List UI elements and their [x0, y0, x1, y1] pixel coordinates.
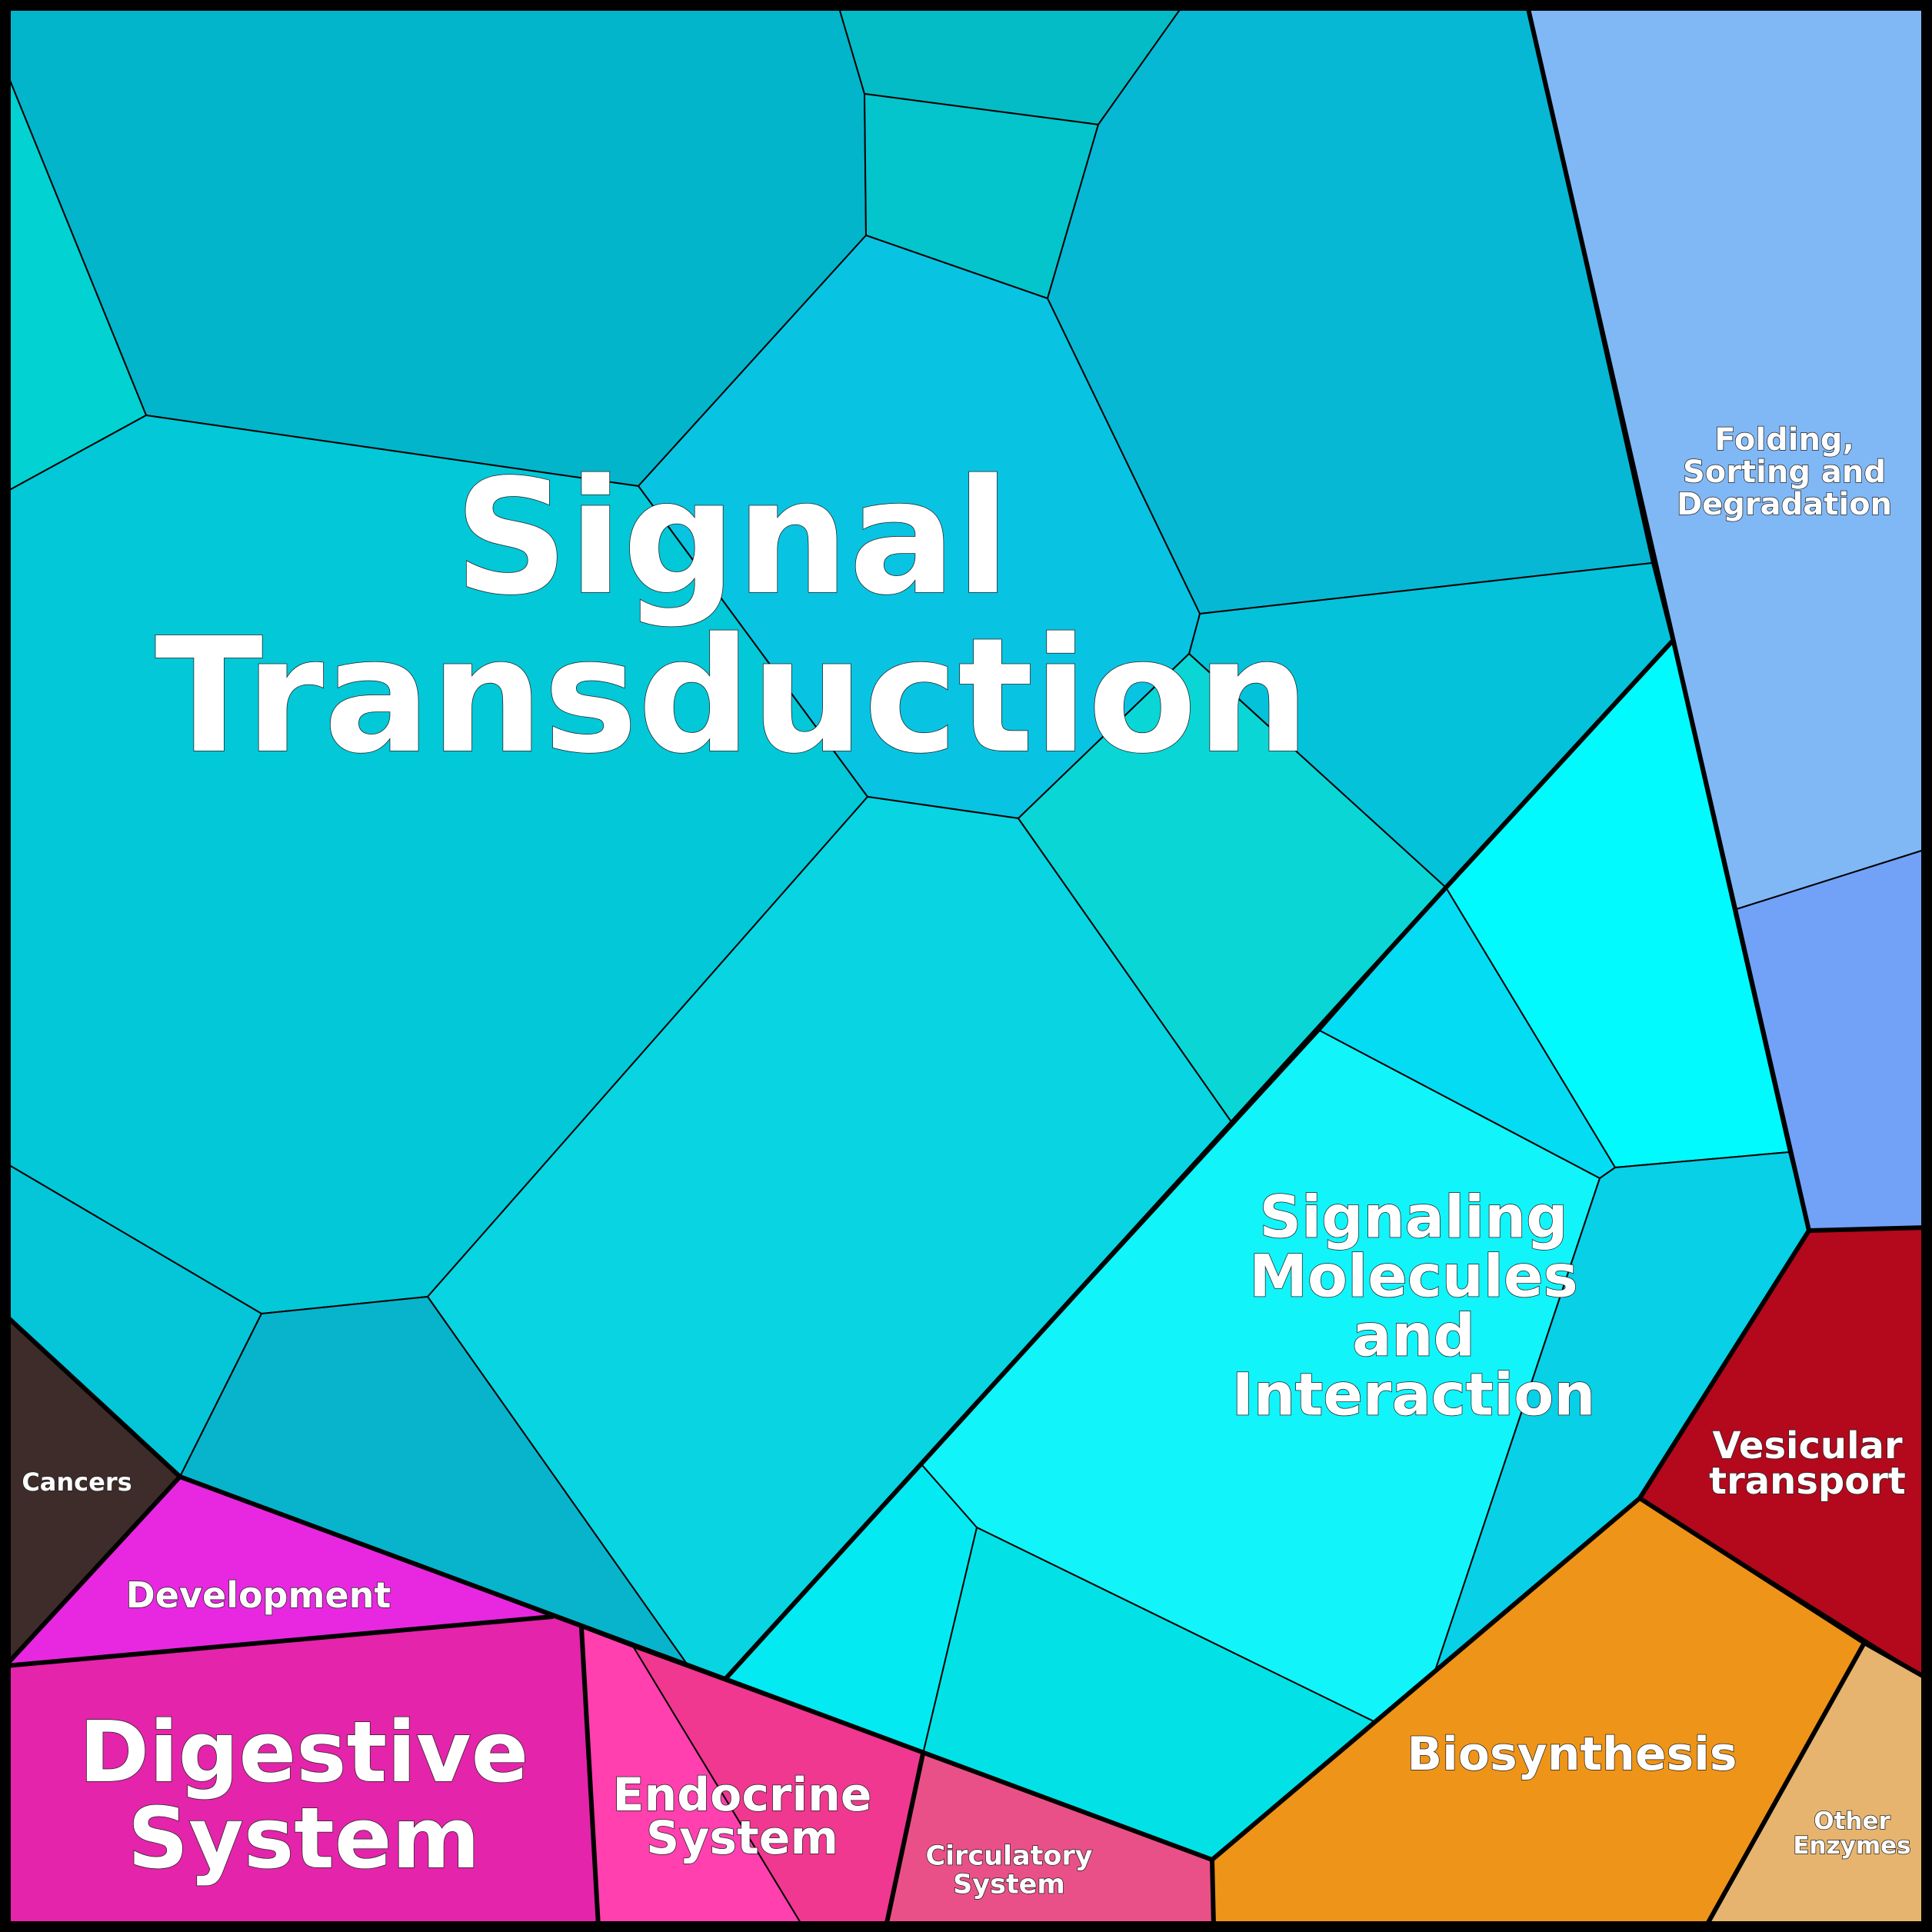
label-line: Digestive — [79, 1703, 528, 1801]
label-line: Sorting and — [1683, 455, 1886, 490]
label-line: System — [128, 1789, 480, 1887]
label-line: Vesicular — [1712, 1424, 1903, 1467]
label-line: Transduction — [155, 604, 1309, 788]
border-signal-transduction — [3, 3, 1811, 1862]
label-development: Development — [126, 1574, 391, 1616]
label-line: Signaling — [1259, 1182, 1567, 1251]
border-biosynthesis-other — [1704, 1641, 1867, 1929]
label-line: Biosynthesis — [1407, 1727, 1737, 1781]
border-biosynthesis-circulatory — [1210, 1857, 1216, 1929]
label-line: Other — [1814, 1807, 1890, 1835]
label-line: Cancers — [22, 1467, 132, 1497]
border-signaling-molecules — [724, 639, 1674, 1681]
label-line: Development — [126, 1574, 391, 1616]
border-folding-sorting — [1807, 1225, 1929, 1233]
label-cancers: Cancers — [22, 1467, 132, 1497]
cells-layer — [5, 5, 1927, 1927]
label-line: Endocrine — [612, 1768, 871, 1822]
label-line: Interaction — [1232, 1360, 1596, 1428]
label-line: Folding, — [1714, 422, 1854, 458]
label-line: Degradation — [1677, 487, 1892, 522]
border-circulatory-endocrine — [884, 1751, 925, 1929]
label-line: System — [646, 1811, 838, 1865]
label-line: Enzymes — [1793, 1832, 1910, 1860]
border-development-cancers — [3, 1474, 182, 1668]
label-biosynthesis: Biosynthesis — [1407, 1727, 1737, 1781]
label-line: System — [953, 1870, 1065, 1900]
border-endocrine-digestive — [579, 1625, 601, 1929]
label-line: and — [1352, 1301, 1475, 1369]
label-line: Signal — [455, 445, 1011, 630]
region-borders-layer — [3, 3, 1929, 1929]
label-line: Molecules — [1249, 1241, 1577, 1310]
label-line: transport — [1709, 1460, 1906, 1503]
border-digestive-development — [3, 1614, 555, 1668]
label-line: Circulatory — [925, 1841, 1092, 1872]
